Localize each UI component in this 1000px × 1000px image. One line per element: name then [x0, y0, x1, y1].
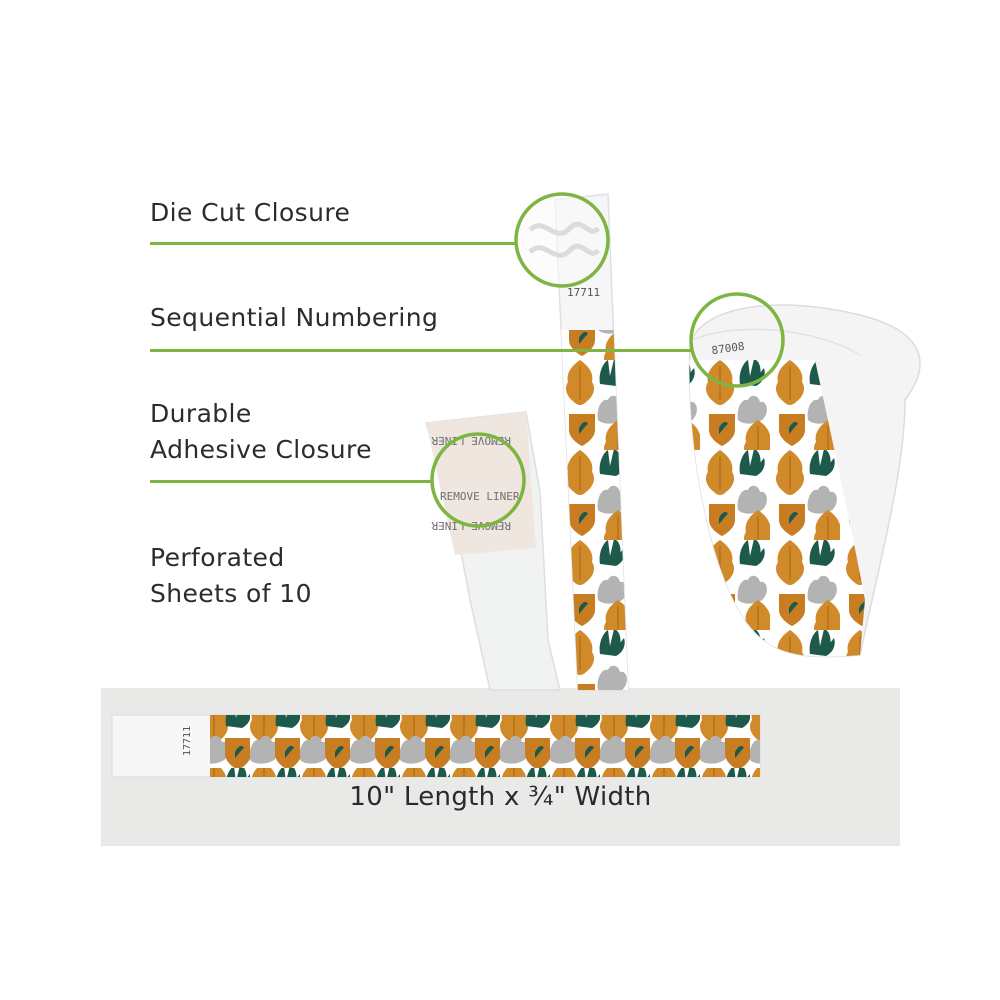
serial-loop: 87008 [711, 340, 746, 357]
adhesive-leader-line [150, 480, 432, 483]
sequential-leader-line [150, 349, 692, 352]
die-cut-label: Die Cut Closure [150, 198, 351, 227]
die-cut-magnifier [514, 192, 610, 288]
sequential-label: Sequential Numbering [150, 303, 439, 332]
adhesive-magnifier [430, 432, 526, 528]
dimension-caption: 10" Length x ¾" Width [349, 782, 652, 812]
serial-vertical: 17711 [567, 286, 600, 299]
durable-label-line1: Durable [150, 399, 252, 428]
serial-flat: 17711 [182, 726, 193, 756]
liner-text-2: REMOVE LINER [440, 490, 520, 503]
perforated-label-line1: Perforated [150, 543, 285, 572]
durable-label-line2: Adhesive Closure [150, 435, 372, 464]
die-cut-leader-line [150, 242, 516, 245]
perforated-label-line2: Sheets of 10 [150, 579, 312, 608]
sequential-magnifier [689, 292, 785, 388]
